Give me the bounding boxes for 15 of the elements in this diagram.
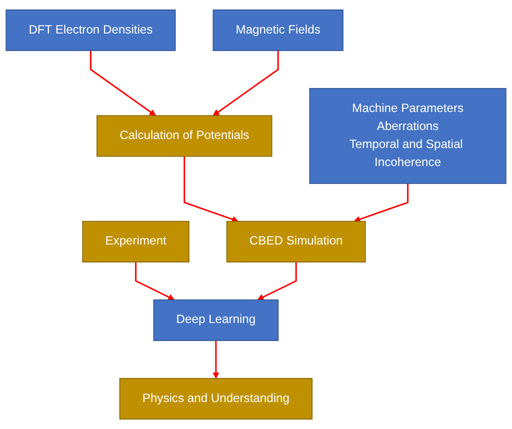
node-box: Calculation of Potentials	[96, 115, 272, 157]
arrow	[135, 262, 175, 300]
node-box: Experiment	[82, 220, 190, 262]
arrow	[212, 50, 279, 116]
arrow	[212, 340, 220, 379]
node-box: CBED Simulation	[226, 220, 366, 262]
node-box: Physics and Understanding	[119, 378, 313, 420]
arrow	[257, 262, 297, 300]
arrow	[184, 156, 238, 222]
node-box: Machine Parameters Aberrations Temporal and Spatial Incoherence	[309, 88, 506, 184]
node-box: Magnetic Fields	[212, 9, 344, 51]
arrow	[90, 50, 156, 116]
node-box: DFT Electron Densities	[6, 9, 176, 51]
node-box: Deep Learning	[153, 299, 279, 341]
arrow	[354, 184, 409, 222]
